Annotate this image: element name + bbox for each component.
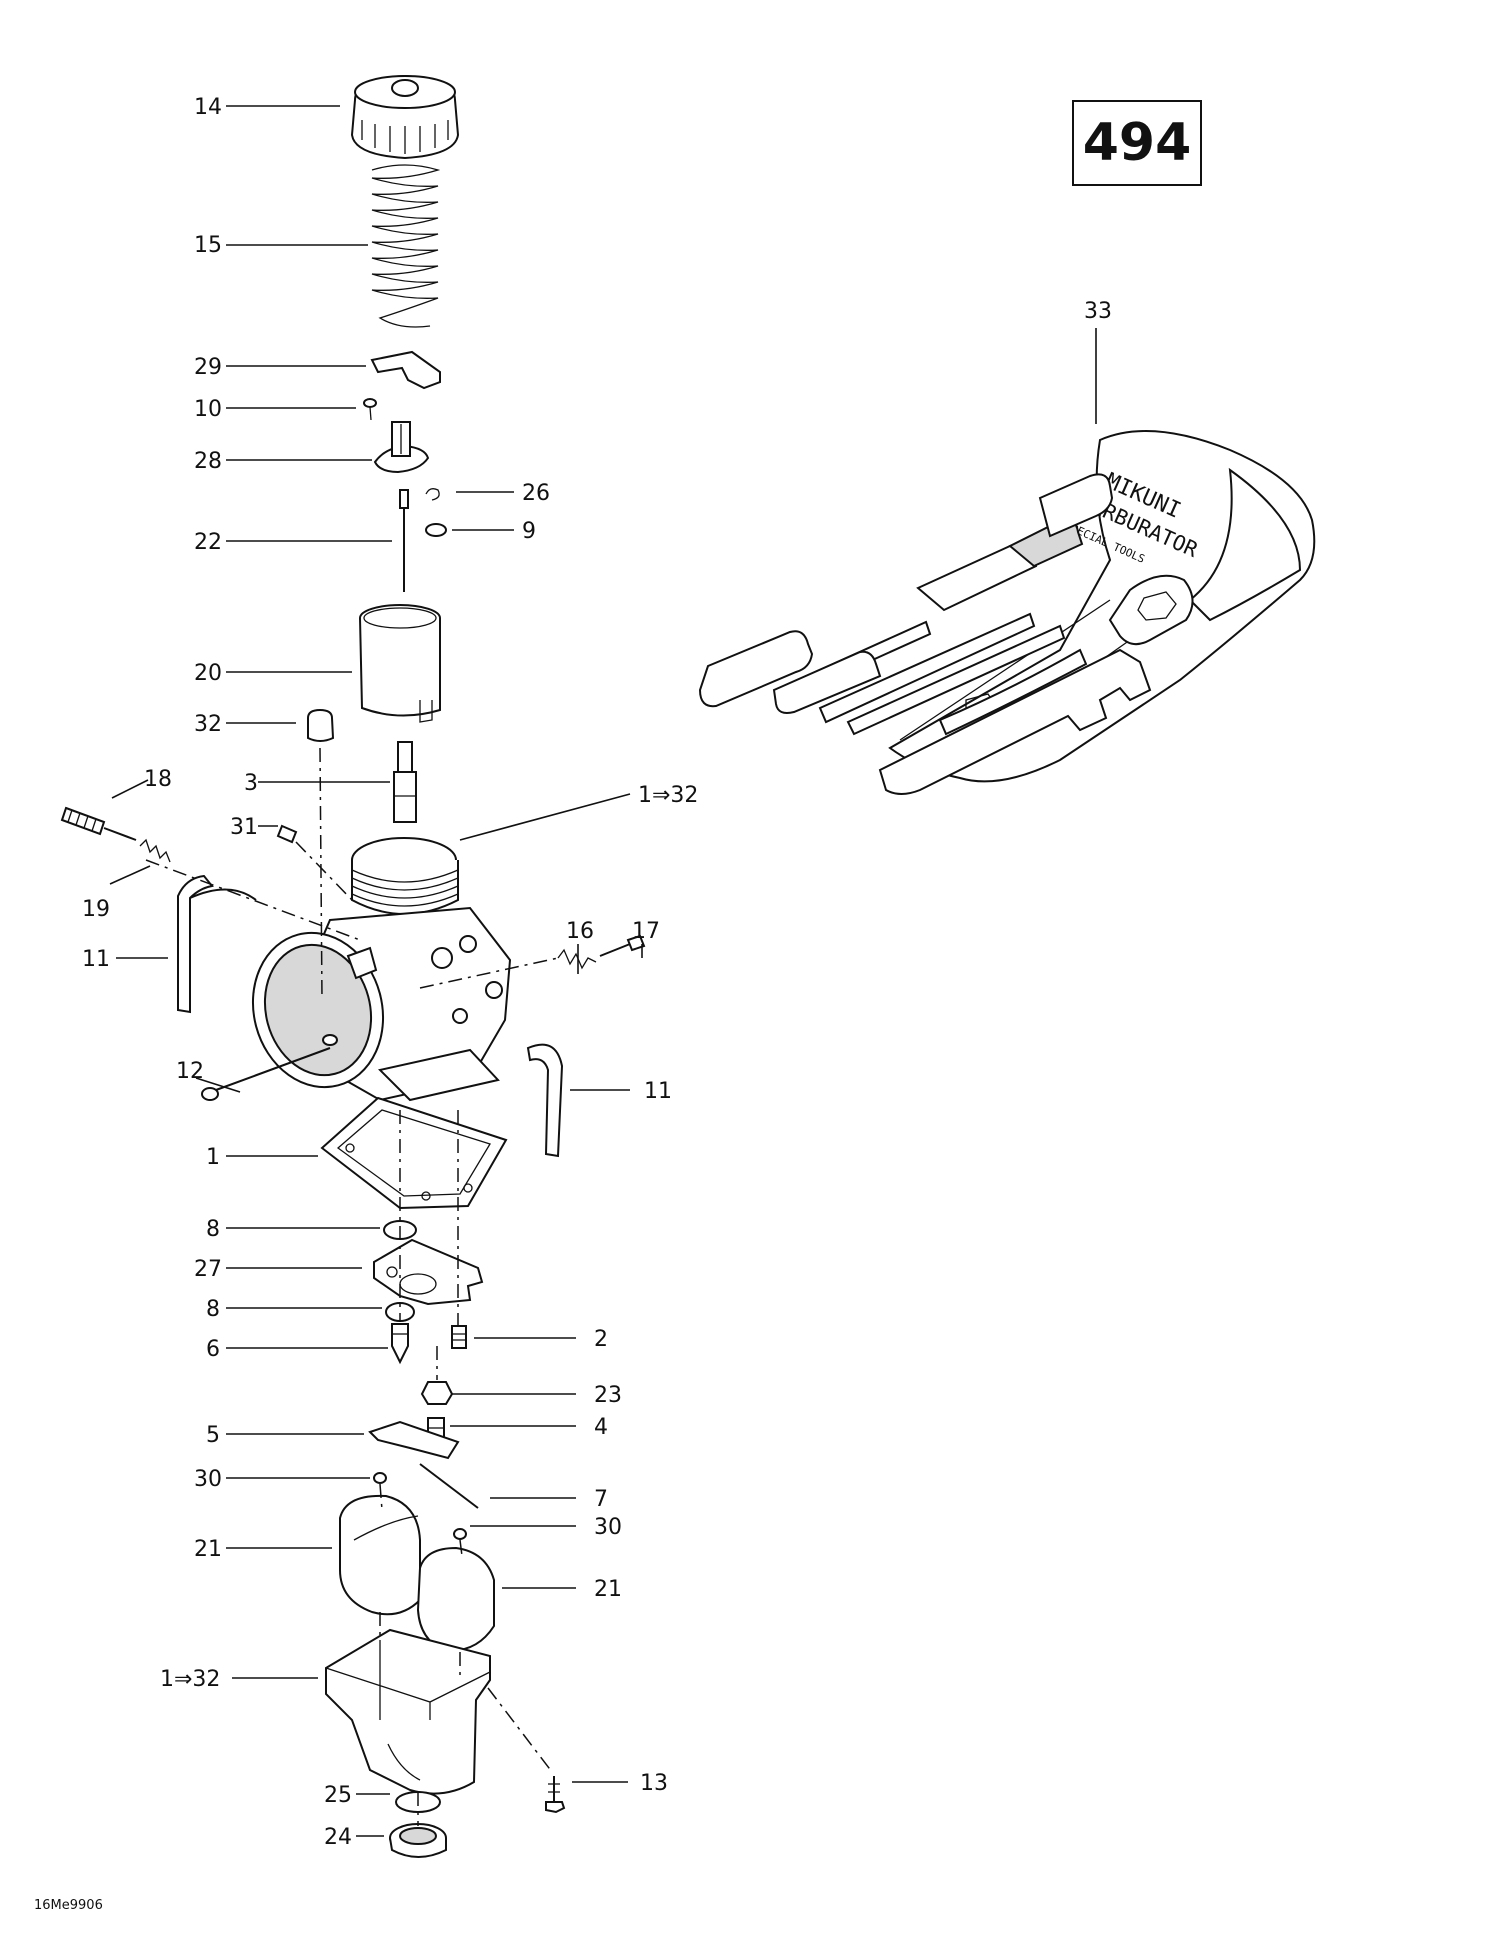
callout-27: 27 [194,1257,222,1282]
callout-4: 4 [594,1415,608,1440]
part-special-tools-kit: MIKUNI CARBURATOR SPECIAL TOOLS [698,430,1316,795]
part-baffle-plate [373,1238,484,1306]
callout-32: 32 [194,712,222,737]
callout-7: 7 [594,1487,608,1512]
callout-3: 3 [244,771,258,796]
part-idle-spring [557,948,597,970]
callout-1: 1 [206,1145,220,1170]
callout-10: 10 [194,397,222,422]
part-float-right [416,1546,495,1652]
callout-labels: 14 15 29 10 28 26 9 22 20 32 18 3 1⇒32 3… [82,95,1112,1850]
callout-13: 13 [640,1771,668,1796]
part-float-pin [419,1463,479,1509]
part-small-screw [363,398,377,421]
part-float-arm [368,1420,460,1460]
part-long-screw [201,1047,331,1101]
callout-26: 26 [522,481,550,506]
part-drain-plug [389,1823,447,1858]
part-cap [350,74,460,160]
part-air-screw [276,824,298,844]
callout-30-right: 30 [594,1515,622,1540]
part-bowl-screw [545,1776,566,1814]
callout-30-left: 30 [194,1467,222,1492]
callout-28: 28 [194,449,222,474]
part-clip-plate [373,421,430,474]
callout-11-left: 11 [82,947,110,972]
callout-5: 5 [206,1423,220,1448]
page-number: 494 [1082,113,1192,173]
callout-1-to-32-upper: 1⇒32 [638,783,698,808]
part-rubber-cap [307,708,335,742]
part-jet-needle [399,489,409,592]
part-pilot-screw [60,806,137,841]
callout-20: 20 [194,661,222,686]
page-number-box: 494 [1072,100,1202,186]
callout-19: 19 [82,897,110,922]
callout-17: 17 [632,919,660,944]
callout-18: 18 [144,767,172,792]
part-plate [370,350,441,390]
callout-1-to-32-lower: 1⇒32 [160,1667,220,1692]
callout-8-lower: 8 [206,1297,220,1322]
callout-24: 24 [324,1825,352,1850]
callout-31: 31 [230,815,258,840]
callout-22: 22 [194,530,222,555]
callout-21-right: 21 [594,1577,622,1602]
callout-25: 25 [324,1783,352,1808]
part-e-clip [425,488,440,501]
callout-6: 6 [206,1337,220,1362]
callout-12: 12 [176,1059,204,1084]
callout-15: 15 [194,233,222,258]
callout-8-upper: 8 [206,1217,220,1242]
callout-14: 14 [194,95,222,120]
part-float-left [339,1494,421,1616]
callout-9: 9 [522,519,536,544]
part-vent-tube-left [177,874,214,1014]
part-needle-jet [391,1323,409,1365]
assembly-center-lines [145,747,559,1826]
leader-lines [109,105,1097,1837]
callout-29: 29 [194,355,222,380]
part-washer [425,523,447,537]
part-starter-plunger [393,741,417,823]
part-spring [371,164,441,328]
part-float-screw-left [373,1472,387,1484]
part-pilot-jet [451,1325,467,1349]
callout-2: 2 [594,1327,608,1352]
part-float-gasket [320,1096,508,1210]
callout-21-left: 21 [194,1537,222,1562]
callout-23: 23 [594,1383,622,1408]
part-float-bowl [325,1628,491,1795]
part-float-screw-right [453,1528,467,1540]
callout-33: 33 [1084,299,1112,324]
part-carburetor-body [251,837,512,1102]
callout-16: 16 [566,919,594,944]
diagram-code: 16Me9906 [34,1898,103,1913]
part-idle-screw [599,934,646,957]
part-throttle-slide [359,604,441,723]
part-main-jet [420,1381,454,1405]
part-pilot-spring [139,838,171,863]
part-vent-tube-right [526,1043,564,1158]
callout-11-right: 11 [644,1079,672,1104]
